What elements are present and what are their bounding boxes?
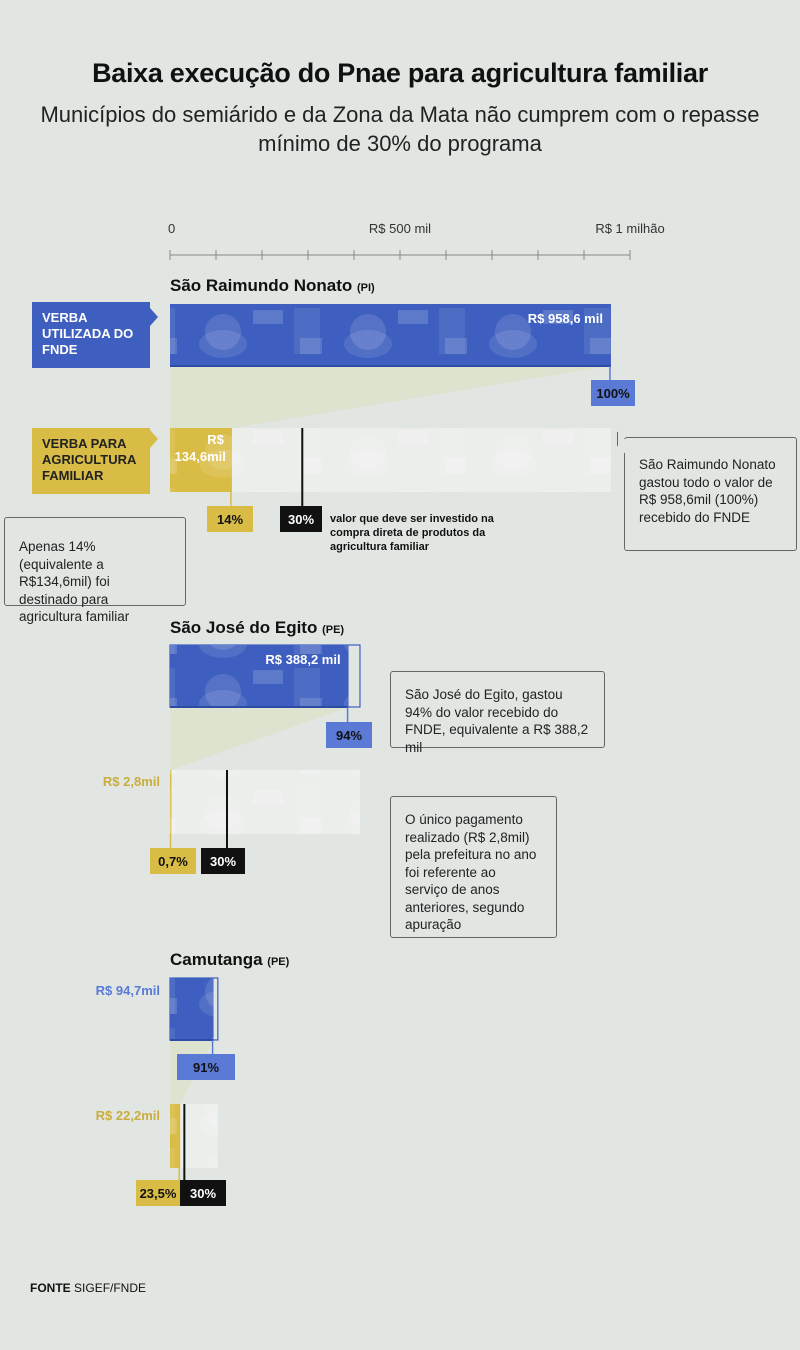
familiar-background-texture — [170, 428, 611, 492]
familiar-background-texture — [170, 770, 360, 834]
callout-text: Apenas 14% (equivalente a R$134,6mil) fo… — [19, 539, 130, 624]
fnde-pct-tag — [177, 1054, 235, 1080]
source-text: SIGEF/FNDE — [74, 1281, 147, 1295]
city-name: Camutanga (PE) — [170, 950, 290, 969]
city-state: (PE) — [267, 956, 289, 968]
familiar-value-label: 134,6mil — [175, 449, 226, 464]
fnde-value-label: R$ 94,7mil — [96, 983, 160, 998]
x-axis-tick-label: R$ 500 mil — [369, 221, 431, 236]
fnde-pct-label: 91% — [193, 1060, 219, 1075]
familiar-value-label: R$ 2,8mil — [103, 774, 160, 789]
x-axis-tick-label: R$ 1 milhão — [595, 221, 664, 236]
familiar-pct-label: 0,7% — [158, 854, 188, 869]
page-subtitle: Municípios do semiárido e da Zona da Mat… — [40, 102, 760, 156]
familiar-bar-texture — [170, 1104, 181, 1168]
fnde-value-label: R$ 958,6 mil — [528, 311, 603, 326]
funnel-shape — [170, 366, 611, 428]
fnde-pct-label: 100% — [596, 386, 630, 401]
city-name: São Raimundo Nonato (PI) — [170, 276, 375, 295]
required-pct-label: 30% — [288, 512, 314, 527]
familiar-side-label: VERBA PARA AGRICULTURA FAMILIAR — [32, 428, 150, 494]
source-label: FONTE — [30, 1281, 71, 1295]
familiar-pct-label: 14% — [217, 512, 243, 527]
required-pct-tag — [201, 848, 245, 874]
familiar-value-label: R$ 22,2mil — [96, 1108, 160, 1123]
city-name: São José do Egito (PE) — [170, 618, 344, 637]
fnde-side-label-pointer — [150, 308, 158, 326]
required-pct-label: 30% — [210, 854, 236, 869]
fnde-value-label: R$ 388,2 mil — [265, 652, 340, 667]
callout-text: São Raimundo Nonato gastou todo o valor … — [639, 457, 776, 525]
fnde-bar-texture — [170, 978, 214, 1040]
callout-sao-jose-fnde: São José do Egito, gastou 94% do valor r… — [390, 671, 605, 755]
fnde-pct-tag — [591, 380, 635, 406]
callout-text: O único pagamento realizado (R$ 2,8mil) … — [405, 812, 537, 932]
city-state: (PE) — [322, 624, 344, 636]
callout-sao-raimundo-familiar: Apenas 14% (equivalente a R$134,6mil) fo… — [4, 517, 186, 624]
fnde-pct-tag — [326, 722, 372, 748]
fnde-side-label: VERBA UTILIZADA DO FNDE — [32, 302, 150, 368]
familiar-value-label: R$ — [207, 432, 224, 447]
familiar-pct-tag — [207, 506, 253, 532]
required-30-note: valor que deve ser investido na compra d… — [330, 513, 494, 553]
fnde-bar-texture — [170, 304, 611, 366]
familiar-bar-texture — [170, 428, 232, 492]
familiar-side-label-pointer — [150, 430, 158, 448]
required-pct-tag — [180, 1180, 226, 1206]
funnel-shape — [170, 707, 349, 770]
familiar-pct-tag — [150, 848, 196, 874]
required-pct-tag — [280, 506, 322, 532]
fnde-bar-texture — [170, 645, 349, 707]
callout-text: São José do Egito, gastou 94% do valor r… — [405, 687, 589, 755]
source-note: FONTE SIGEF/FNDE — [30, 1281, 146, 1295]
fnde-pct-label: 94% — [336, 728, 362, 743]
callout-sao-jose-familiar: O único pagamento realizado (R$ 2,8mil) … — [390, 796, 557, 938]
familiar-pct-label: 23,5% — [140, 1186, 177, 1201]
callout-sao-raimundo-fnde: São Raimundo Nonato gastou todo o valor … — [617, 431, 797, 551]
city-state: (PI) — [357, 282, 375, 294]
page-title: Baixa execução do Pnae para agricultura … — [92, 58, 708, 88]
required-pct-label: 30% — [190, 1186, 216, 1201]
familiar-pct-tag — [136, 1180, 180, 1206]
x-axis-tick-label: 0 — [168, 221, 175, 236]
familiar-bar-texture — [170, 770, 172, 834]
